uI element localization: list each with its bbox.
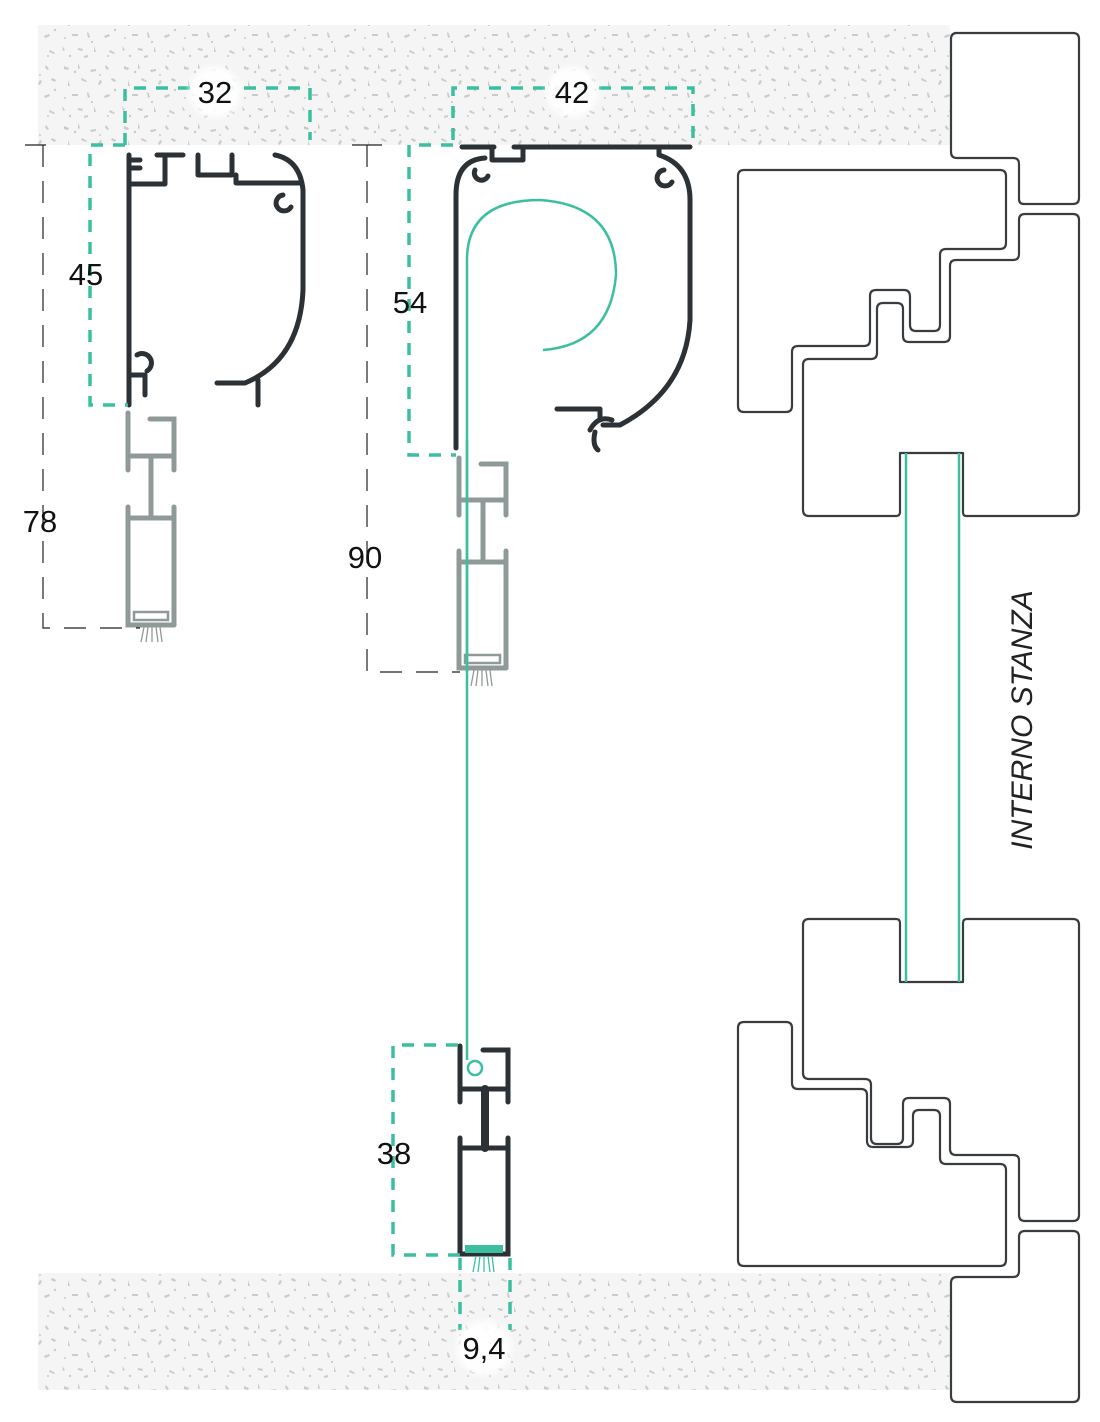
frame-top-glazing-block — [801, 212, 1081, 518]
room-side-label: INTERNO STANZA — [1006, 590, 1039, 849]
dim-top-right-width: 42 — [555, 75, 589, 110]
dim-bottom-bar-width: 9,4 — [462, 1331, 505, 1366]
frame-bottom-outer-block — [949, 1229, 1081, 1404]
large-bar-brush — [470, 669, 493, 687]
small-bottom-bar — [125, 410, 177, 628]
mesh-roll — [465, 198, 618, 672]
window-frame — [736, 31, 1081, 1404]
dim-bottom-bar-height: 38 — [377, 1136, 411, 1171]
frame-bottom-glazing-block — [801, 917, 1081, 1223]
dim-left-box-height: 45 — [69, 257, 103, 292]
frame-bottom-sash — [736, 1020, 1008, 1268]
large-cassette — [453, 144, 693, 453]
black-dimension-lines — [42, 145, 460, 673]
dim-right-total-height: 90 — [348, 540, 382, 575]
frame-top-sash — [736, 168, 1008, 414]
large-bottom-bar-retracted — [456, 455, 509, 671]
dim-right-box-height: 54 — [393, 285, 427, 320]
bottom-bar-brush — [472, 1255, 495, 1273]
frame-top-outer-block — [949, 31, 1081, 206]
teal-dimension-lines — [88, 86, 695, 1330]
dim-left-total-height: 78 — [23, 504, 57, 539]
ceiling-wall-texture — [38, 25, 950, 145]
dim-top-left-width: 32 — [198, 75, 232, 110]
bottom-bar-seal — [465, 1245, 503, 1253]
bottom-bar-extended — [457, 1043, 511, 1257]
bar-hook-ring — [466, 1059, 484, 1077]
small-bar-brush — [140, 626, 163, 643]
small-cassette — [126, 152, 306, 408]
glass-pane — [904, 453, 961, 982]
